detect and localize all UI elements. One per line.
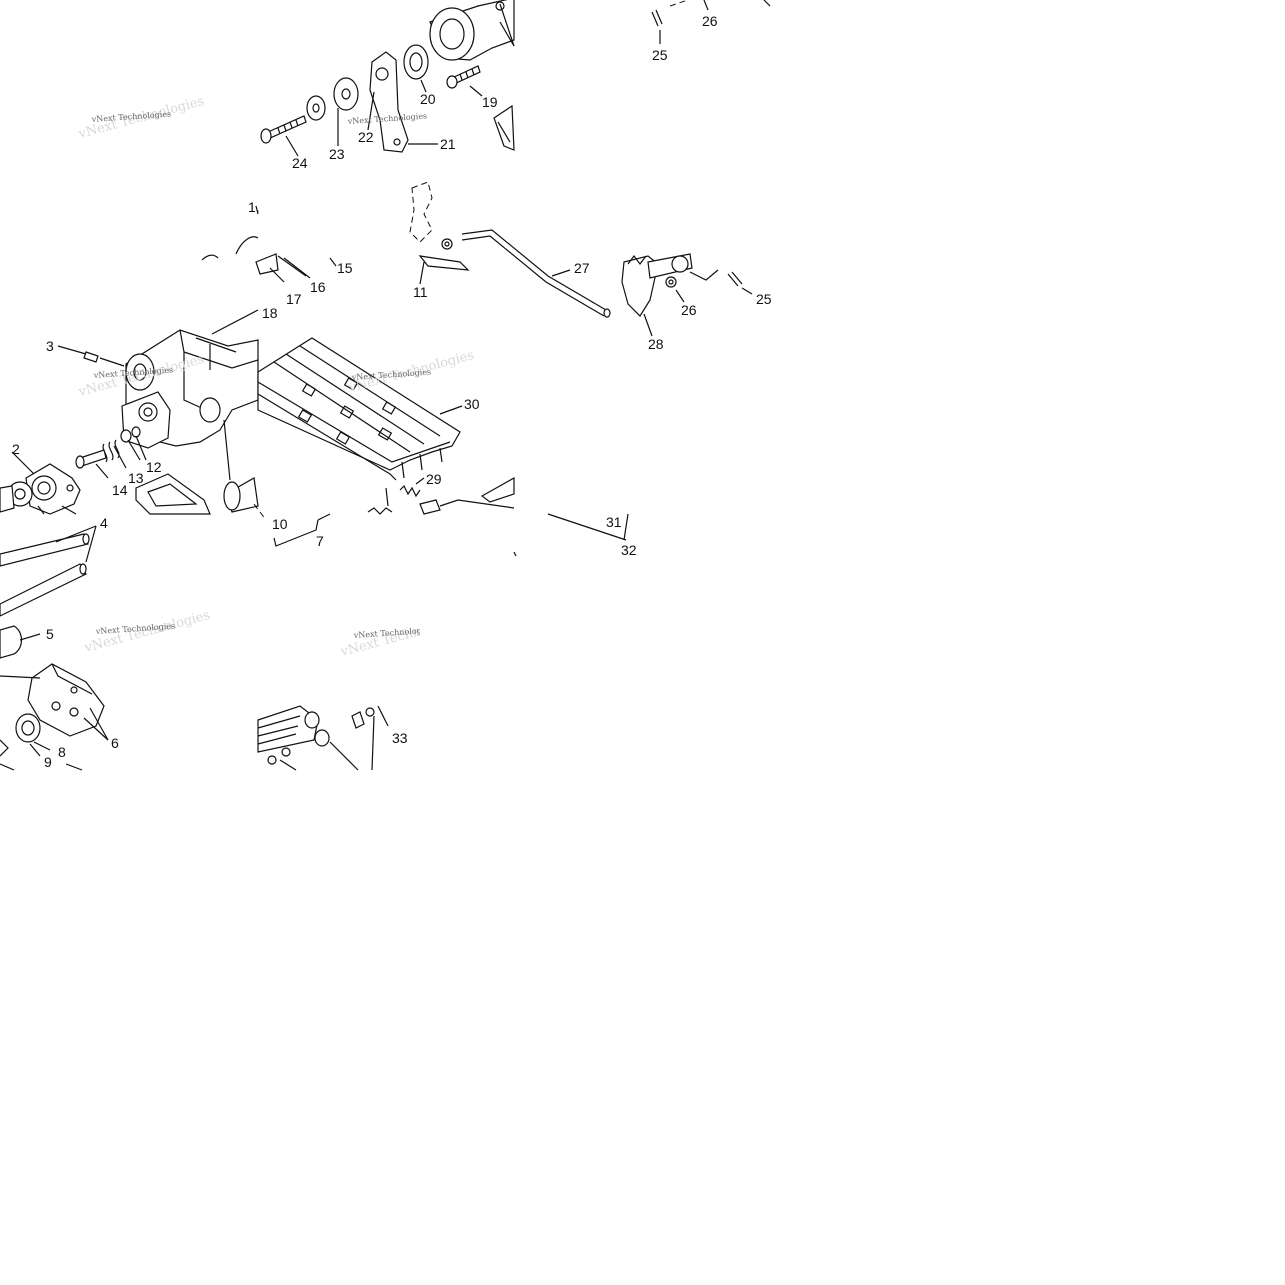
callout-label: 28 xyxy=(648,336,664,352)
callout-label: 1. xyxy=(248,199,260,215)
callout-label: 17 xyxy=(286,291,302,307)
callout-label: 16 xyxy=(310,279,326,295)
callout-label: 29 xyxy=(426,471,442,487)
slide-rail xyxy=(257,337,463,481)
callout-label: 15 xyxy=(337,260,353,276)
callout-label: 31 xyxy=(606,514,622,530)
callout-label: 12 xyxy=(146,459,162,475)
callout-label: 13 xyxy=(128,470,144,486)
upper-linkage-fragments xyxy=(201,205,337,283)
callout-label: 22 xyxy=(358,129,374,145)
callout-label: 26 xyxy=(702,13,718,29)
lower-middle-parts xyxy=(253,476,629,557)
callout-label: 2 xyxy=(12,441,20,457)
callout-label: 26 xyxy=(681,302,697,318)
callout-label: 3 xyxy=(46,338,54,354)
callout-label: 24 xyxy=(292,155,308,171)
main-housing xyxy=(57,309,259,515)
left-side-parts xyxy=(0,451,109,771)
collar-assembly xyxy=(260,0,515,157)
callout-label: 33 xyxy=(392,730,408,746)
callout-labels: 1. 2 3 4 5 6 7 8 9 10 11 12 13 14 15 16 … xyxy=(12,13,772,770)
callout-label: 14 xyxy=(112,482,128,498)
linkage-rod-assembly xyxy=(409,181,753,337)
top-right-clips xyxy=(651,0,771,44)
callout-label: 19 xyxy=(482,94,498,110)
callout-label: 21 xyxy=(440,136,456,152)
callout-label: 25 xyxy=(756,291,772,307)
callout-label: 18 xyxy=(262,305,278,321)
callout-label: 5 xyxy=(46,626,54,642)
callout-label: 27 xyxy=(574,260,590,276)
callout-label: 30 xyxy=(464,396,480,412)
callout-label: 4 xyxy=(100,515,108,531)
bottom-center-parts xyxy=(257,705,389,771)
callout-label: 23 xyxy=(329,146,345,162)
callout-label: 7 xyxy=(316,533,324,549)
callout-label: 20 xyxy=(420,91,436,107)
callout-label: 11 xyxy=(413,284,428,300)
callout-label: 8 xyxy=(58,744,66,760)
callout-label: 32 xyxy=(621,542,637,558)
callout-label: 25 xyxy=(652,47,668,63)
callout-label: 10 xyxy=(272,516,288,532)
callout-label: 6 xyxy=(111,735,119,751)
callout-label: 9 xyxy=(44,754,52,770)
